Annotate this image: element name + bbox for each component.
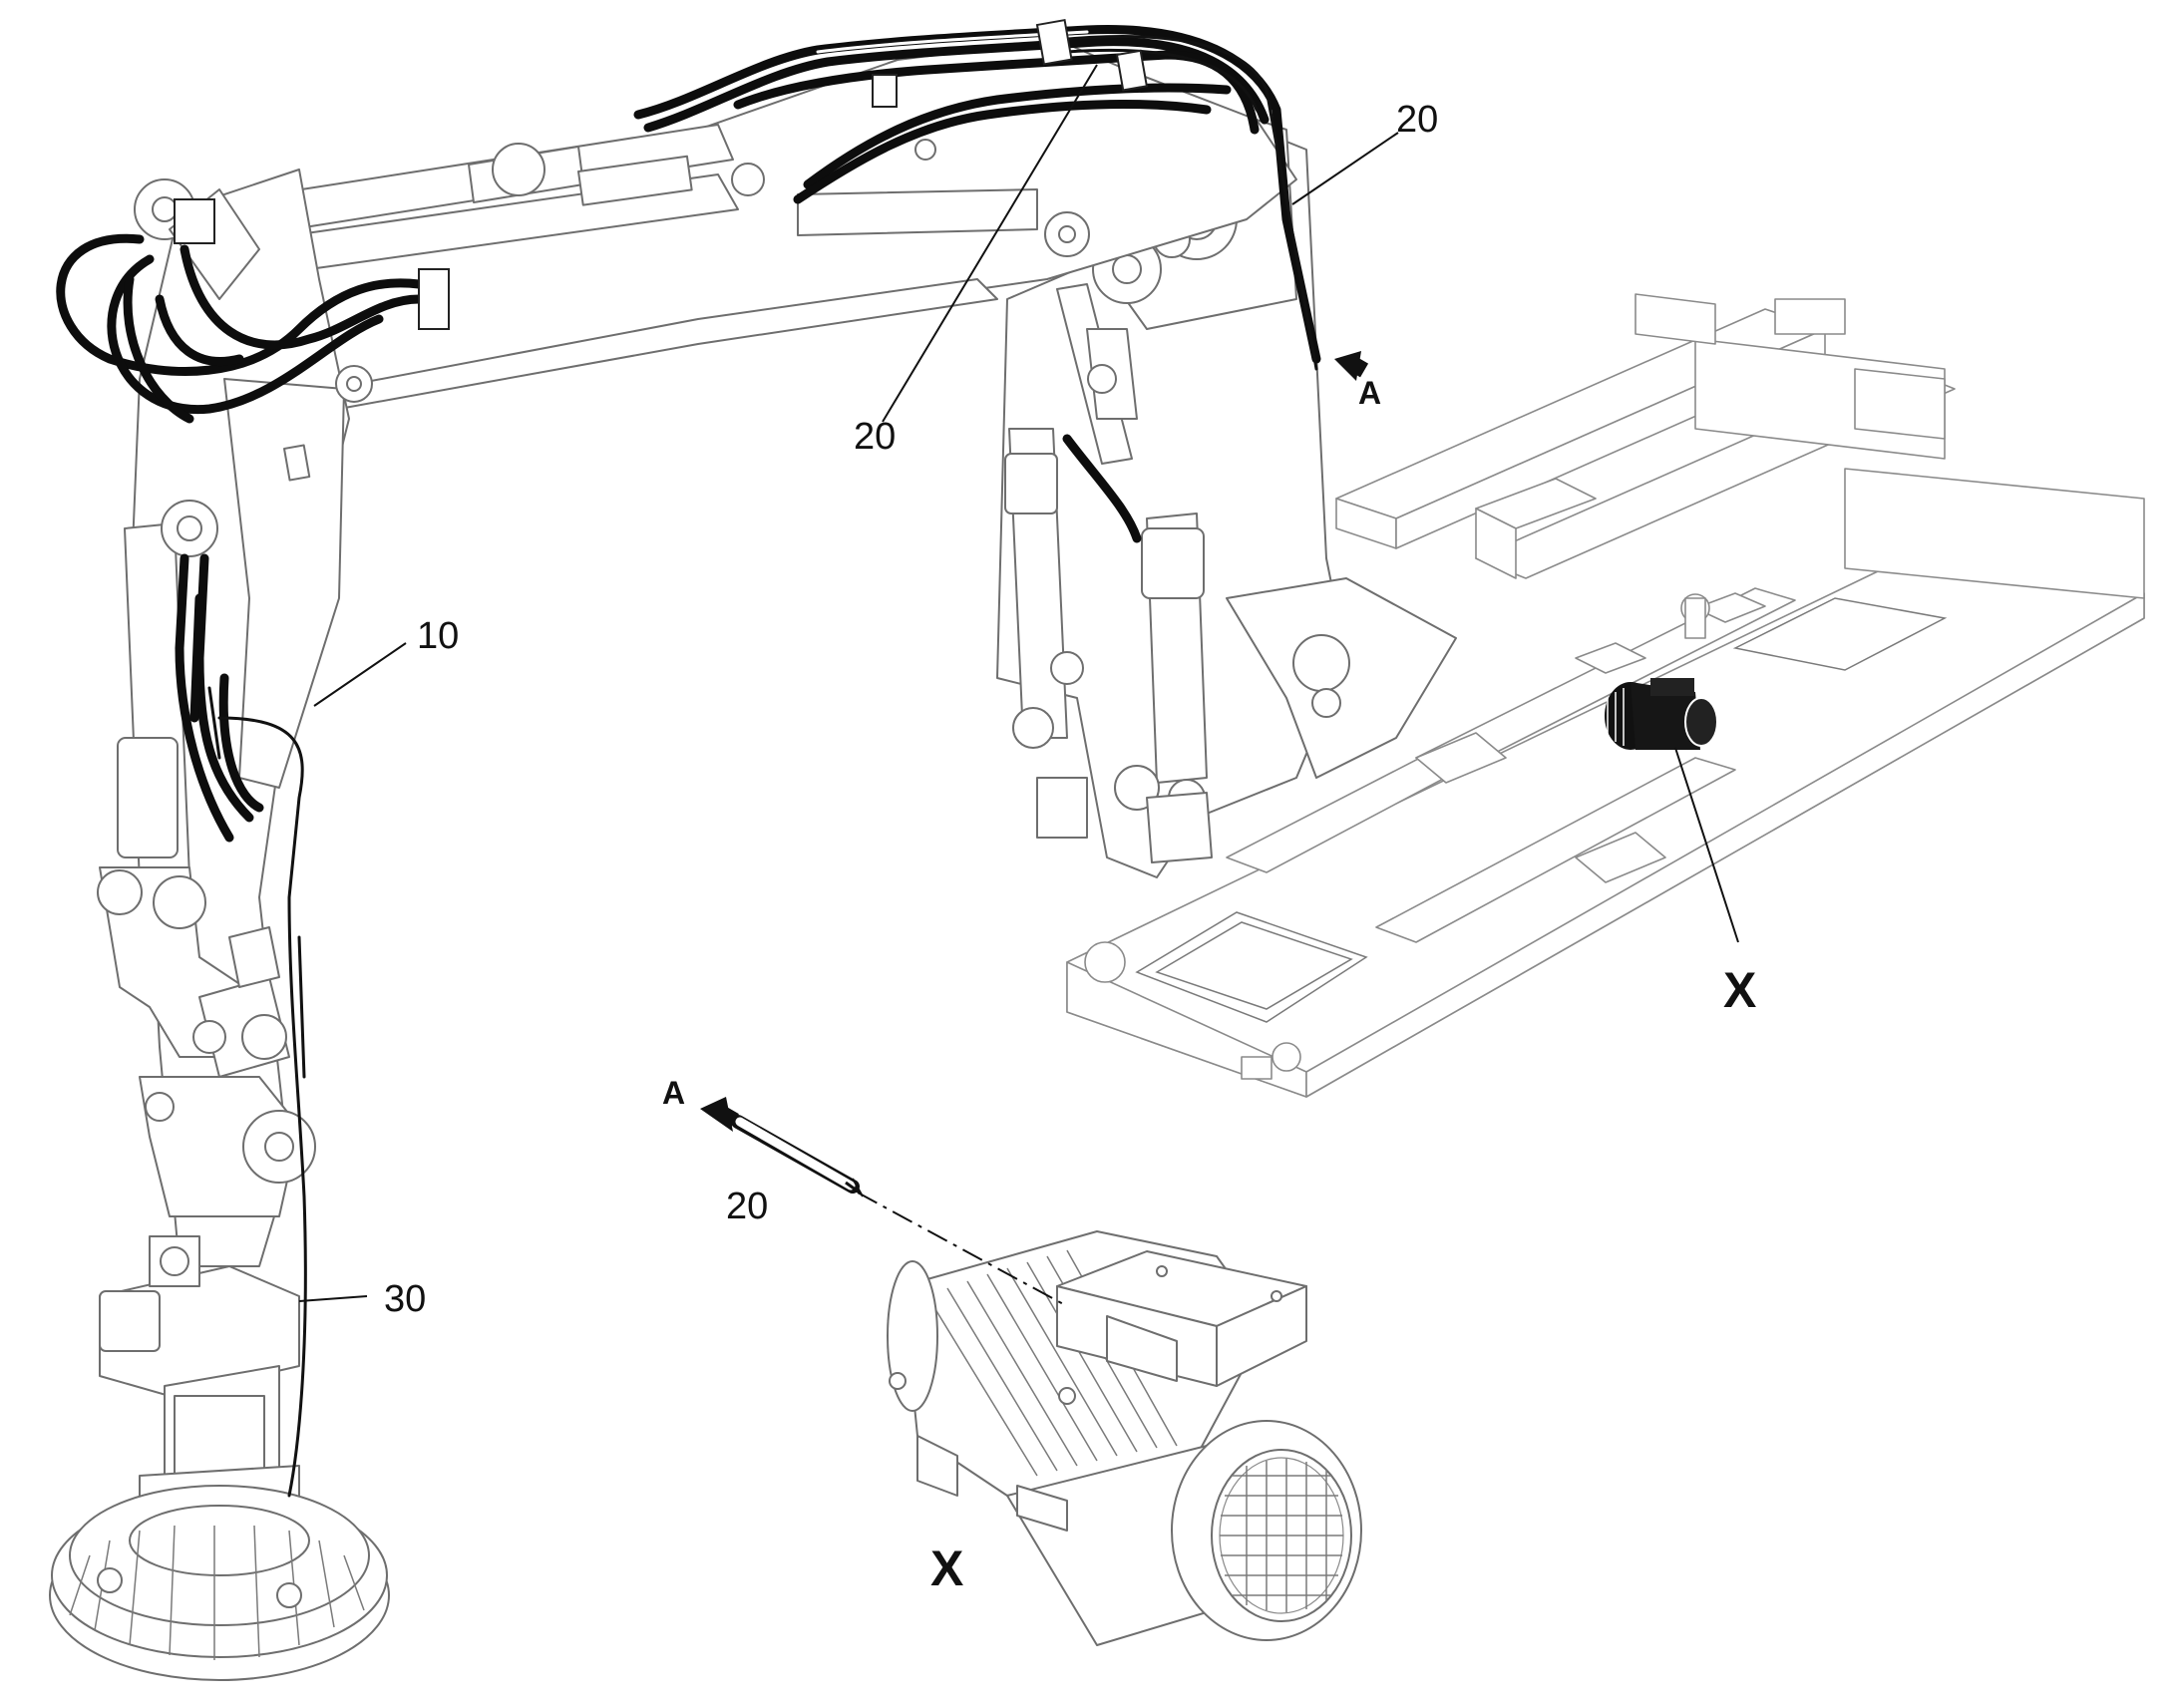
callout-20-top: 20 xyxy=(1396,99,1438,141)
frame-motor xyxy=(1605,678,1718,750)
callout-10: 10 xyxy=(417,615,459,657)
chassis-frame xyxy=(1066,293,2145,1098)
electric-cable xyxy=(207,35,1318,1498)
direction-arrow-a-frame xyxy=(1334,351,1369,381)
hose-clamps xyxy=(174,18,1149,330)
callout-20-center: 20 xyxy=(854,416,896,458)
fan-grille xyxy=(1219,1457,1344,1614)
callout-20-detail: 20 xyxy=(726,1186,768,1227)
callout-30: 30 xyxy=(384,1278,426,1320)
callout-x-frame: X xyxy=(1723,962,1756,1018)
hydraulic-hoses xyxy=(56,25,1321,843)
direction-arrow-a-detail xyxy=(700,1097,739,1132)
callout-x-motor: X xyxy=(930,1540,963,1596)
view-label-a-frame: A xyxy=(1358,375,1381,411)
rotator-head xyxy=(49,1235,390,1681)
view-label-a-detail: A xyxy=(662,1075,685,1111)
leader-lines xyxy=(298,64,1739,1307)
detail-motor xyxy=(887,1230,1362,1646)
